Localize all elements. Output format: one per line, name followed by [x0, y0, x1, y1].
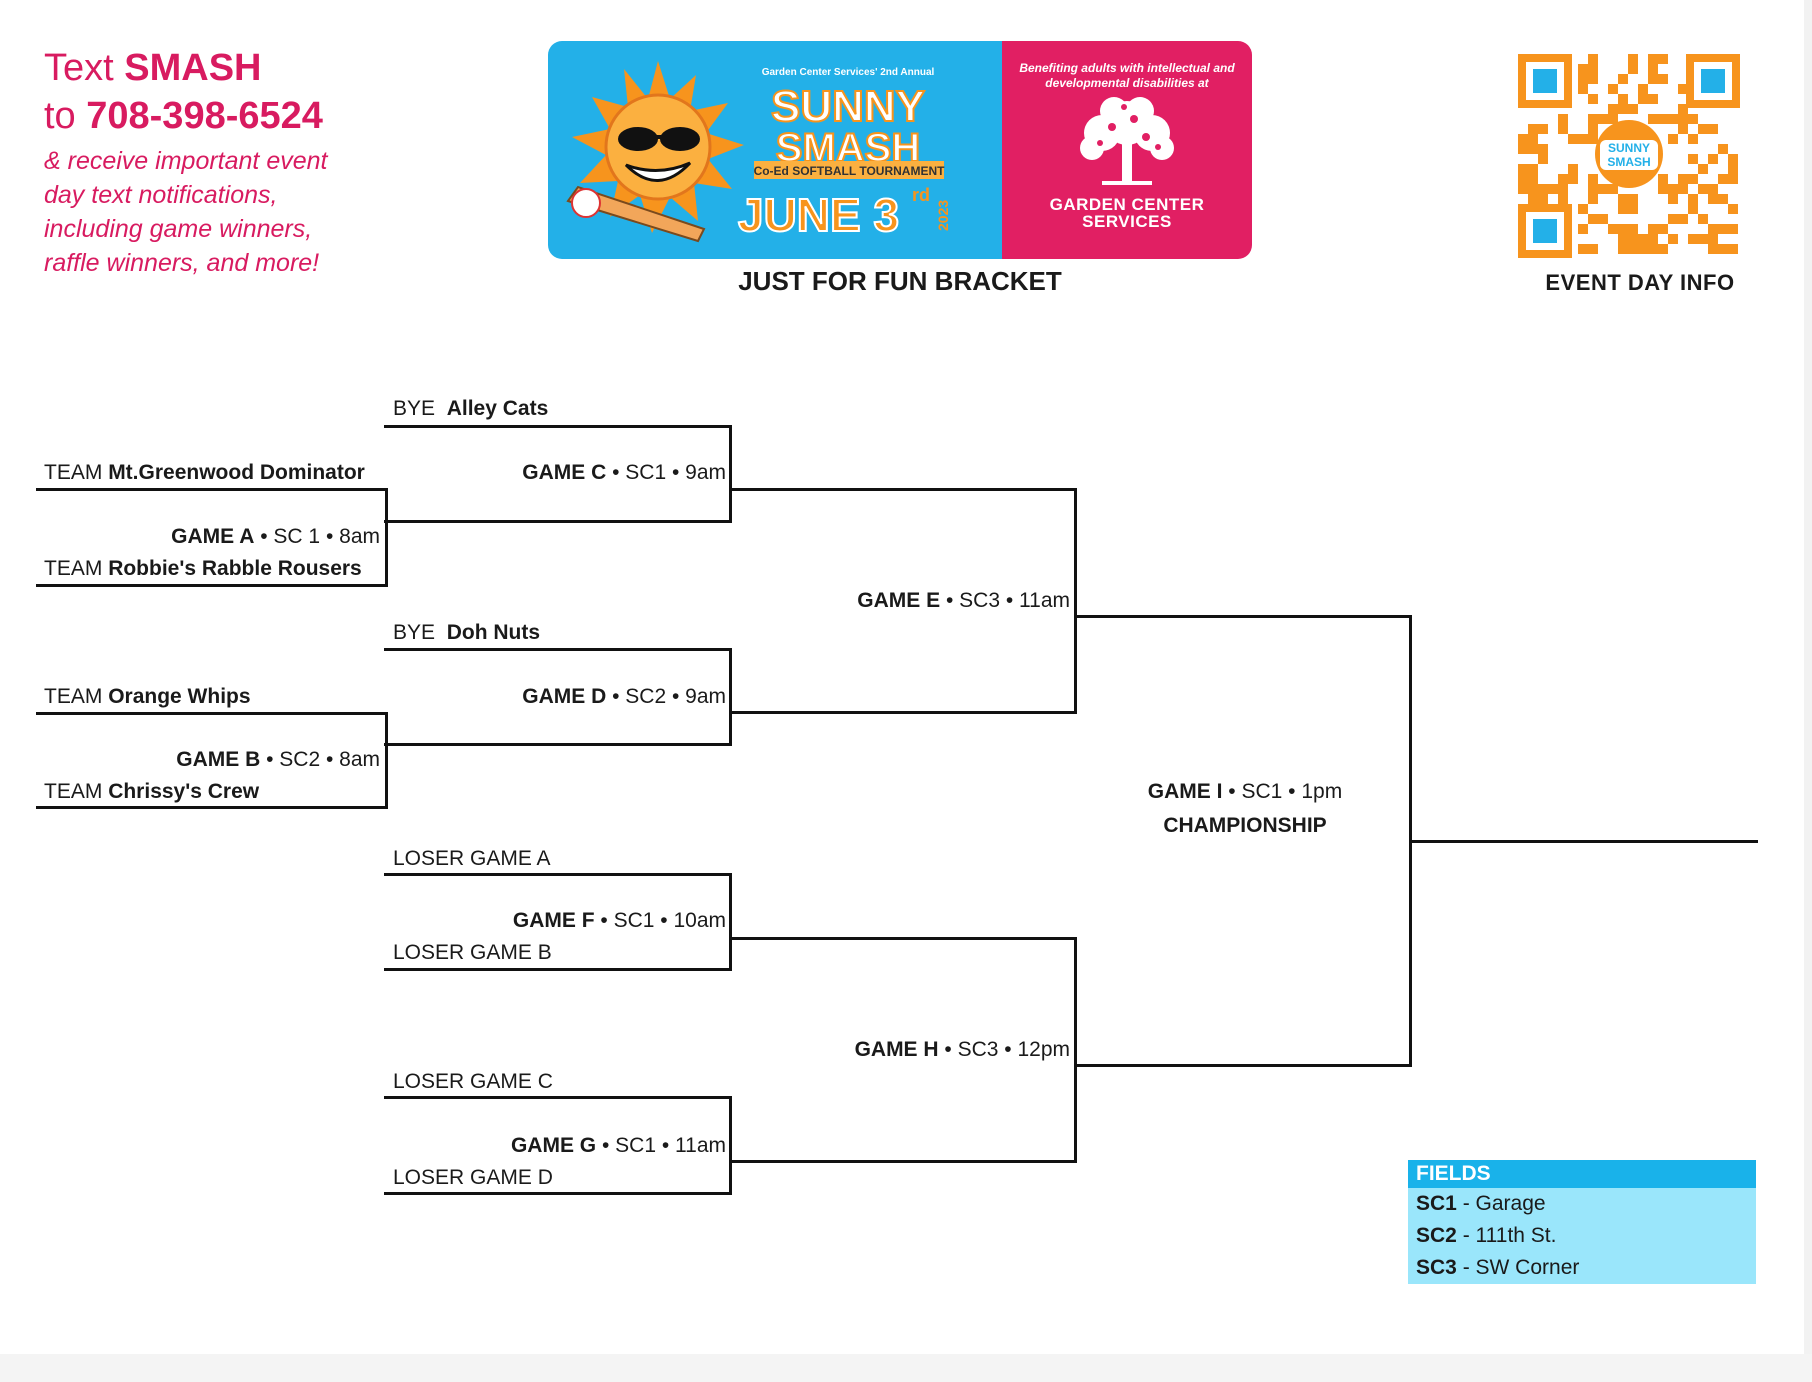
game-e-label: GAME E • SC3 • 11am [857, 589, 1070, 612]
page-footer-strip [0, 1354, 1812, 1382]
loser-b-label: LOSER GAME B [393, 941, 552, 964]
qr-badge-line2: SMASH [1607, 155, 1650, 169]
qr-code[interactable]: SUNNY SMASH [1518, 54, 1740, 258]
promo-phone: 708-398-6524 [86, 95, 323, 137]
org-name: GARDEN CENTER SERVICES [1049, 195, 1205, 231]
banner-top-line: Garden Center Services' 2nd Annual [762, 67, 935, 78]
loser-a-label: LOSER GAME A [393, 847, 551, 870]
bat-icon [566, 185, 706, 243]
fields-row: SC3 - SW Corner [1416, 1256, 1580, 1279]
text-promo: Text SMASH to 708-398-6524 & receive imp… [44, 44, 364, 280]
championship-label: CHAMPIONSHIP [1163, 814, 1327, 837]
benefit-text: Benefiting adults with intellectual and … [1019, 61, 1235, 90]
promo-line-2: to 708-398-6524 [44, 95, 323, 137]
team-4-label: TEAM Chrissy's Crew [44, 780, 260, 803]
game-f-label: GAME F • SC1 • 10am [512, 909, 726, 932]
bracket-connector-b [385, 712, 388, 809]
bracket-line-team4 [36, 806, 388, 809]
qr-badge-line1: SUNNY [1608, 141, 1650, 155]
team-1-name: Mt.Greenwood Dominator [108, 461, 365, 484]
game-c-label: GAME C • SC1 • 9am [522, 461, 726, 484]
bracket-line-winner-a [384, 520, 732, 523]
bracket-line-winner-b [384, 743, 732, 746]
bye-c-label: BYE Alley Cats [393, 397, 549, 420]
team-4-name: Chrissy's Crew [108, 780, 260, 803]
qr-label: EVENT DAY INFO [1545, 270, 1735, 295]
fields-row: SC2 - 111th St. [1416, 1224, 1557, 1247]
bracket-line-winner-d [732, 711, 1077, 714]
bye-d-team: Doh Nuts [446, 621, 541, 644]
bracket-line-team2 [36, 584, 388, 587]
team-3-label: TEAM Orange Whips [44, 685, 251, 708]
game-b-label: GAME B • SC2 • 8am [176, 748, 380, 771]
team-3-name: Orange Whips [108, 685, 251, 708]
banner-year: 2023 [935, 200, 951, 231]
fields-row: SC1 - Garage [1416, 1192, 1546, 1215]
bracket-line-champion [1410, 840, 1758, 843]
bracket-line-loser-c [384, 1096, 732, 1099]
promo-line-1: Text SMASH [44, 47, 262, 89]
game-g-label: GAME G • SC1 • 11am [510, 1134, 726, 1157]
loser-c-label: LOSER GAME C [393, 1070, 553, 1093]
sunny-smash-logo: Garden Center Services' 2nd Annual SUNNY… [566, 61, 951, 243]
sun-icon [572, 61, 744, 233]
game-i-label: GAME I • SC1 • 1pm [1147, 780, 1343, 803]
banner-word-sunny: SUNNY [771, 82, 925, 131]
loser-d-label: LOSER GAME D [393, 1166, 553, 1189]
bracket-line-loser-d [384, 1192, 732, 1195]
game-d-label: GAME D • SC2 • 9am [522, 685, 726, 708]
banner-sky-panel: Garden Center Services' 2nd Annual SUNNY… [548, 41, 1002, 259]
banner-benefit-panel: Benefiting adults with intellectual and … [1002, 41, 1252, 259]
bracket-connector-f [729, 873, 732, 971]
bracket-connector-d [729, 648, 732, 746]
bracket-line-loser-a [384, 873, 732, 876]
page-title: JUST FOR FUN BRACKET [738, 266, 1062, 296]
banner-subtitle: Co-Ed SOFTBALL TOURNAMENT [754, 164, 946, 178]
page-edge [1804, 0, 1812, 1382]
promo-note: & receive important event day text notif… [44, 147, 328, 277]
team-2-name: Robbie's Rabble Rousers [108, 557, 362, 580]
fields-header: FIELDS [1408, 1160, 1756, 1188]
bye-d-label: BYE Doh Nuts [393, 621, 541, 644]
bracket-line-winner-f [732, 937, 1077, 940]
promo-keyword: SMASH [124, 47, 262, 89]
bracket-line-winner-c [732, 488, 1077, 491]
bracket-line-team1 [36, 488, 388, 491]
bracket-connector-c [729, 425, 732, 523]
banner-date: JUNE 3 [738, 189, 899, 241]
bracket-line-winner-e [1076, 615, 1412, 618]
bracket-connector-h [1074, 937, 1077, 1163]
team-1-label: TEAM Mt.Greenwood Dominator [44, 461, 365, 484]
fields-legend: FIELDS SC1 - Garage SC2 - 111th St. SC3 … [1408, 1160, 1756, 1284]
game-a-label: GAME A • SC 1 • 8am [171, 525, 380, 548]
bye-c-team: Alley Cats [446, 397, 549, 420]
bracket-line-loser-b [384, 968, 732, 971]
banner-date-suffix: rd [912, 185, 930, 205]
game-h-label: GAME H • SC3 • 12pm [854, 1038, 1070, 1061]
bracket-line-bye-d [384, 648, 732, 651]
bracket-line-team3 [36, 712, 388, 715]
bracket-line-winner-h [1076, 1064, 1412, 1067]
qr-code-icon[interactable]: SUNNY SMASH [1518, 54, 1740, 258]
team-2-label: TEAM Robbie's Rabble Rousers [44, 557, 362, 580]
event-banner: Garden Center Services' 2nd Annual SUNNY… [548, 41, 1252, 259]
tree-icon [1080, 97, 1174, 185]
bracket-connector-a [385, 488, 388, 587]
bracket-line-winner-g [732, 1160, 1077, 1163]
bracket-connector-g [729, 1096, 732, 1195]
bracket-connector-e [1074, 488, 1077, 714]
bracket-line-bye-c [384, 425, 732, 428]
